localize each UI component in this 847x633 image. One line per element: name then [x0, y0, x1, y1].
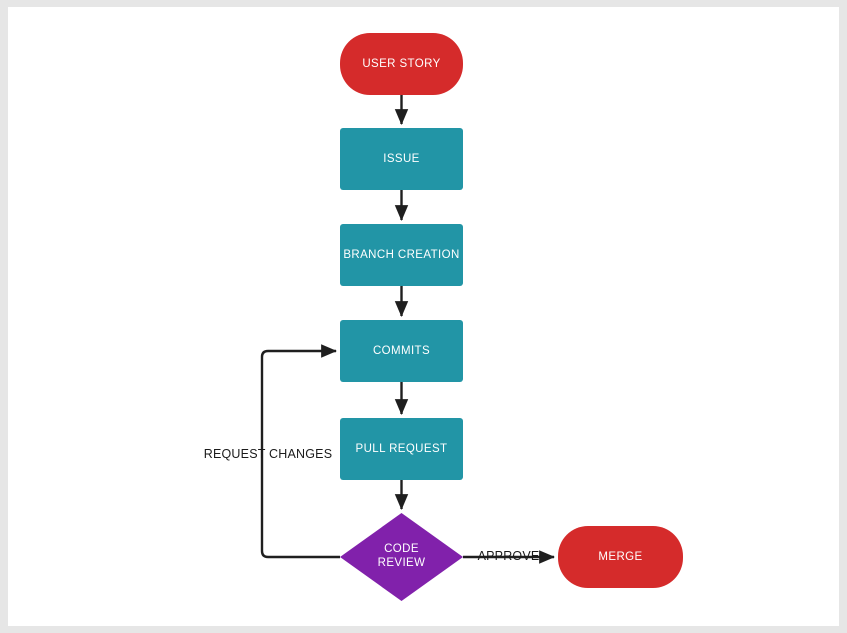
node-pull-request[interactable] [340, 418, 463, 480]
flowchart-svg [260, 33, 683, 601]
node-issue[interactable] [340, 128, 463, 190]
node-user-story[interactable] [340, 33, 463, 95]
node-branch-creation[interactable] [340, 224, 463, 286]
diagram-canvas: USER STORY ISSUE BRANCH CREATION COMMITS… [8, 7, 839, 626]
node-commits[interactable] [340, 320, 463, 382]
node-merge[interactable] [558, 526, 683, 588]
edge-code-review-to-commits-loop [260, 344, 340, 559]
node-code-review[interactable] [340, 513, 463, 601]
